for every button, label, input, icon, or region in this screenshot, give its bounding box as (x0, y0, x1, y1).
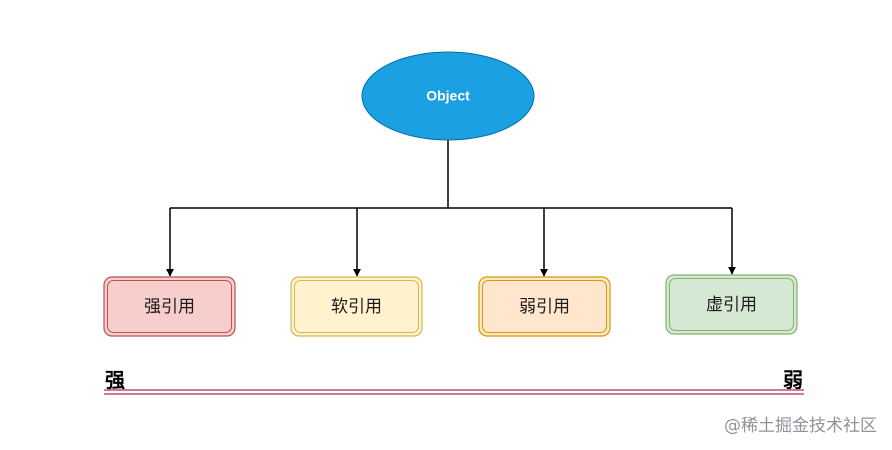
strong-ref-node-inner (107, 280, 232, 333)
object-node-label: Object (426, 88, 470, 104)
strong-ref-node: 强引用 (103, 276, 236, 337)
weak-ref-label: 弱引用 (519, 297, 570, 317)
phantom-ref-node-inner (669, 278, 794, 331)
scale-weak-label: 弱 (783, 368, 803, 392)
object-node: Object (361, 51, 535, 141)
object-node-shape (361, 51, 535, 141)
soft-ref-node-inner (294, 280, 419, 333)
phantom-ref-node-outer (665, 274, 798, 335)
phantom-ref-node: 虚引用 (665, 274, 798, 335)
strong-ref-node-outer (103, 276, 236, 337)
weak-ref-node: 弱引用 (478, 276, 611, 337)
weak-ref-node-outer (478, 276, 611, 337)
scale-strong-label: 强 (105, 368, 125, 392)
connectors (166, 140, 736, 277)
soft-ref-label: 软引用 (331, 297, 382, 317)
phantom-ref-label: 虚引用 (706, 295, 757, 315)
soft-ref-node-outer (290, 276, 423, 337)
soft-ref-node: 软引用 (290, 276, 423, 337)
weak-ref-node-inner (482, 280, 607, 333)
strength-scale: 强 弱 (104, 368, 804, 395)
watermark-text: @稀土掘金技术社区 (724, 416, 877, 436)
strong-ref-label: 强引用 (144, 297, 195, 317)
